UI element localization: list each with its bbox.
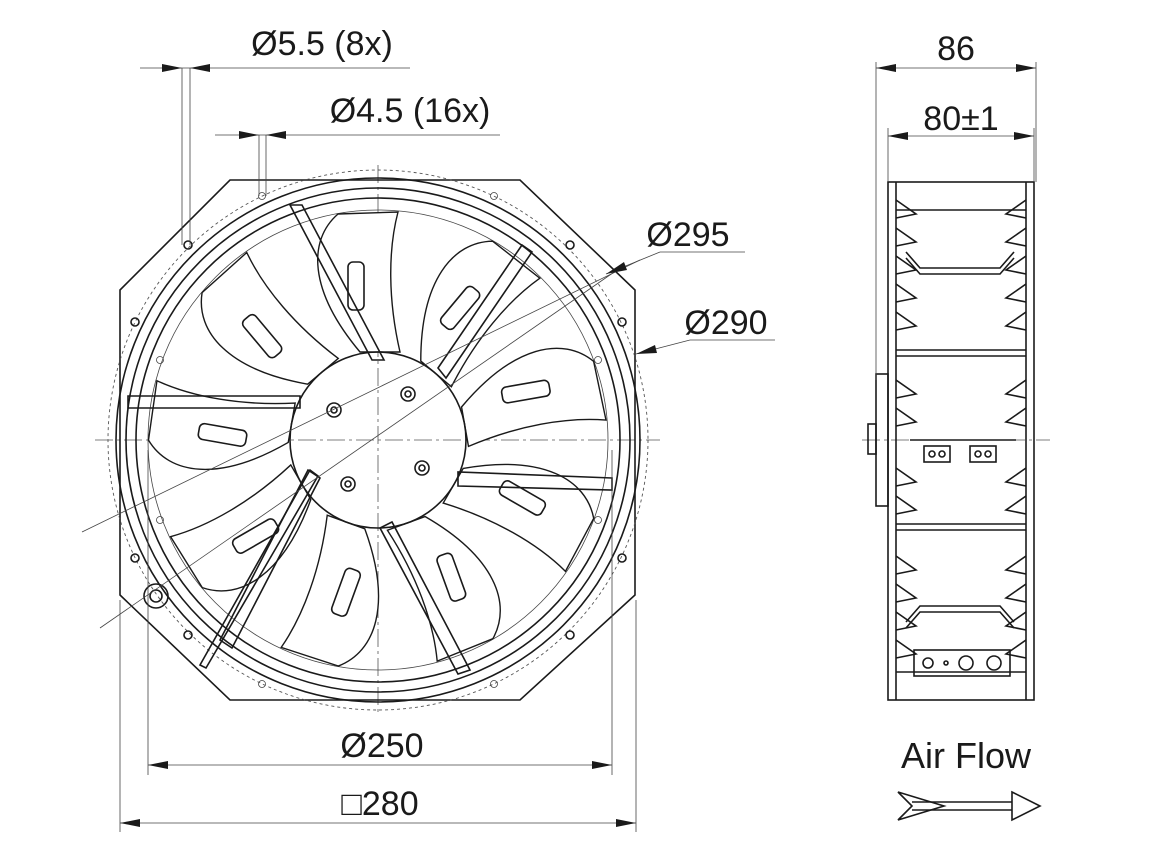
side-sections xyxy=(896,209,1026,673)
side-fin xyxy=(895,199,918,219)
bolt-circle-295 xyxy=(107,169,649,711)
side-fin xyxy=(895,639,918,659)
side-fin xyxy=(1004,555,1027,575)
side-fin xyxy=(1004,283,1027,303)
dim-label-280: □280 xyxy=(341,785,418,823)
fan-blade xyxy=(460,347,607,448)
fan-blade xyxy=(386,515,501,663)
side-fin xyxy=(1004,583,1027,603)
motor-hub xyxy=(289,351,467,529)
side-fin xyxy=(895,227,918,247)
side-fin xyxy=(895,495,918,515)
dim-label-80: 80±1 xyxy=(923,100,998,138)
dimension-290: Ø290 xyxy=(635,304,775,355)
side-fin xyxy=(1004,495,1027,515)
side-fin xyxy=(895,407,918,427)
grill-holes xyxy=(156,192,602,688)
side-view: 86 80±1 xyxy=(862,30,1050,701)
fan-blades xyxy=(147,211,607,667)
dimension-295: Ø295 xyxy=(605,216,745,275)
dim-label-290: Ø290 xyxy=(684,304,767,342)
terminal-box xyxy=(913,649,1011,677)
side-fin xyxy=(1004,227,1027,247)
side-fin xyxy=(1004,639,1027,659)
frame-struts xyxy=(127,204,613,675)
side-fin xyxy=(1004,611,1027,631)
side-fin xyxy=(1004,407,1027,427)
fan-blade xyxy=(147,379,296,470)
dimension-86: 86 xyxy=(875,30,1037,380)
dim-label-86: 86 xyxy=(937,30,975,68)
front-view: Ø5.5 (8x) Ø4.5 (16x) Ø295 Ø290 xyxy=(81,25,775,832)
ring-250 xyxy=(135,197,621,683)
dimension-mount-holes: Ø5.5 (8x) xyxy=(140,25,410,245)
side-fin xyxy=(895,255,918,275)
hub-screws xyxy=(326,386,430,492)
dim-label-250: Ø250 xyxy=(340,727,423,765)
air-flow-legend: Air Flow xyxy=(897,735,1042,822)
side-fin xyxy=(895,283,918,303)
air-flow-arrow-icon xyxy=(897,790,1042,822)
mount-holes xyxy=(130,240,627,640)
fan-blade xyxy=(316,211,401,353)
side-fin xyxy=(1004,255,1027,275)
dim-label-mount-holes: Ø5.5 (8x) xyxy=(251,25,393,63)
fan-blade xyxy=(169,463,312,592)
side-fin xyxy=(895,555,918,575)
dimension-80: 80±1 xyxy=(887,100,1035,182)
side-fin xyxy=(1004,467,1027,487)
fan-blade xyxy=(442,463,595,573)
dim-label-grill-holes: Ø4.5 (16x) xyxy=(330,92,491,130)
dimension-250: Ø250 xyxy=(147,450,613,775)
dim-label-295: Ø295 xyxy=(646,216,729,254)
side-fin xyxy=(895,379,918,399)
air-flow-label: Air Flow xyxy=(901,735,1032,776)
side-fin xyxy=(895,467,918,487)
side-fin xyxy=(895,311,918,331)
dimension-280: □280 xyxy=(119,600,637,832)
leader-diagonal-2 xyxy=(99,267,621,629)
leader-diagonal-1 xyxy=(81,259,641,533)
fan-blade xyxy=(280,514,380,667)
side-fin xyxy=(1004,199,1027,219)
cable-entry xyxy=(143,583,169,609)
side-connectors xyxy=(923,445,997,463)
side-fin xyxy=(1004,311,1027,331)
side-fin xyxy=(895,611,918,631)
side-fin xyxy=(1004,379,1027,399)
fan-blade xyxy=(200,251,340,385)
side-fins xyxy=(895,199,1027,659)
ring-outer-inner xyxy=(125,187,631,693)
side-fin xyxy=(895,583,918,603)
ring-290 xyxy=(115,177,641,703)
dimension-grill-holes: Ø4.5 (16x) xyxy=(215,92,500,196)
